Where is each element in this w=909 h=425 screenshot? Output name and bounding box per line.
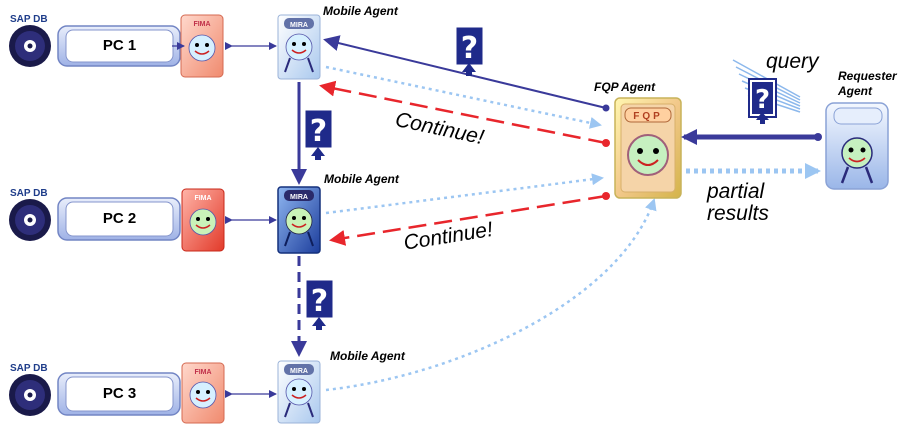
continue-arrow-2 <box>329 194 607 246</box>
database-disk-1 <box>9 25 51 67</box>
mira-agent-1 <box>277 14 321 80</box>
fima-tag-3: FIMA <box>194 369 211 376</box>
fima-tag-2: FIMA <box>194 195 211 202</box>
db-label-2: SAP DB <box>10 188 48 199</box>
pc-label-3: PC 3 <box>102 385 137 402</box>
agent-title-3: Mobile Agent <box>330 349 405 363</box>
mira-agent-3 <box>277 360 321 424</box>
svg-text:?: ? <box>311 284 328 319</box>
requester-title-2: Agent <box>838 84 872 98</box>
result-arrow-mira1 <box>325 65 602 129</box>
db-label-1: SAP DB <box>10 14 48 25</box>
question-mark-icon: ? <box>748 78 777 124</box>
pc-label-1: PC 1 <box>102 37 137 54</box>
mira-tag-1: MIRA <box>290 22 308 29</box>
fqp-title: FQP Agent <box>594 80 656 94</box>
mira-tag-3: MIRA <box>290 368 308 375</box>
fima-agent-3 <box>181 362 225 424</box>
pc-label-2: PC 2 <box>102 210 137 227</box>
mira-agent-2 <box>277 186 321 254</box>
requester-title-1: Requester <box>838 69 897 83</box>
requester-agent <box>825 102 889 190</box>
database-disk-2 <box>9 199 51 241</box>
fima-agent-1 <box>180 14 224 78</box>
svg-text:?: ? <box>310 114 327 149</box>
fima-tag-1: FIMA <box>193 21 210 28</box>
svg-text:?: ? <box>461 31 478 66</box>
partial-label-1: partial <box>707 180 765 203</box>
result-arrow-mira3 <box>325 198 657 392</box>
fima-agent-2 <box>181 188 225 252</box>
question-mark-icon: ? <box>304 109 333 160</box>
agent-title-1: Mobile Agent <box>323 4 398 18</box>
question-mark-icon: ? <box>305 279 334 330</box>
fqp-tag: FQP <box>633 111 663 122</box>
result-arrow-mira2 <box>325 173 604 215</box>
svg-text:?: ? <box>755 85 770 115</box>
fqp-agent <box>614 97 682 199</box>
database-disk-3 <box>9 374 51 416</box>
partial-label-2: results <box>707 202 769 225</box>
db-label-3: SAP DB <box>10 363 48 374</box>
query-label: query <box>766 50 819 73</box>
question-mark-icon: ? <box>455 26 484 76</box>
mira-tag-2: MIRA <box>290 194 308 201</box>
continue-arrow-1 <box>319 80 607 145</box>
agent-title-2: Mobile Agent <box>324 172 399 186</box>
